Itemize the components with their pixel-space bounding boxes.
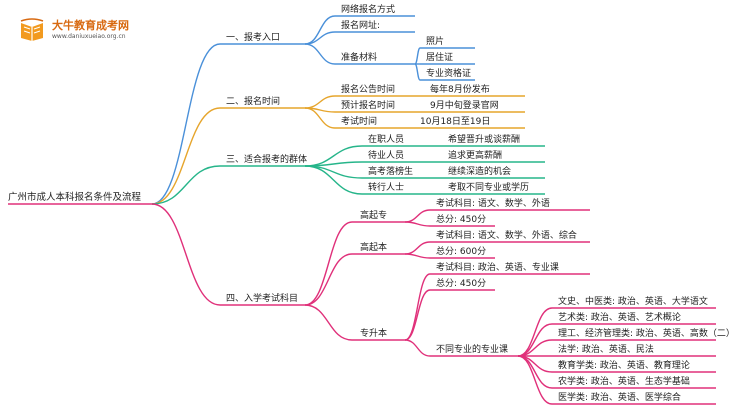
item-label: 待业人员 [368,149,404,161]
item-value: 希望晋升或谈薪酬 [448,133,520,145]
logo-url: www.daniuxueiao.org.cn [52,32,126,40]
child-connector [404,253,431,259]
child-label: 居住证 [426,51,453,63]
child-label: 总分: 600分 [436,245,486,257]
item-connector [304,221,353,306]
child-connector [404,289,431,341]
item-value: 追求更高薪酬 [448,149,502,161]
item-label: 预计报名时间 [341,99,395,111]
item-label: 高考落榜生 [368,165,413,177]
branch-connector [151,43,221,205]
branch-label: 一、报考入口 [226,31,280,43]
sub-label: 不同专业的专业课 [436,343,508,355]
child-label: 专业资格证 [426,67,471,79]
item-connector [304,95,336,109]
item-value: 9月中旬登录官网 [430,99,499,111]
sub-connector [404,339,431,357]
grandchild-label: 法学: 政治、英语、民法 [558,343,654,355]
item-label: 考试时间 [341,115,377,127]
branch-connector [151,165,221,205]
item-connector [304,304,353,341]
grandchild-label: 医学类: 政治、英语、医学综合 [558,391,681,403]
child-connector [404,273,431,341]
branch-label: 二、报名时间 [226,95,280,107]
grandchild-label: 艺术类: 政治、英语、艺术概论 [558,311,681,323]
item-label: 专升本 [360,327,387,339]
item-connector [304,165,363,195]
root-topic: 广州市成人本科报名条件及流程 [8,191,142,203]
item-connector [304,253,353,306]
item-connector [304,15,336,45]
item-connector [304,161,363,167]
child-label: 总分: 450分 [436,277,486,289]
child-label: 考试科目: 语文、数学、外语、综合 [436,229,577,241]
child-label: 考试科目: 语文、数学、外语 [436,197,550,209]
child-label: 总分: 450分 [436,213,486,225]
child-connector [404,241,431,255]
site-logo: 大牛教育成考网 www.daniuxueiao.org.cn [18,18,129,42]
branch-connector [151,107,221,205]
grandchild-label: 理工、经济管理类: 政治、英语、高数（二） [558,327,735,339]
branch-label: 三、适合报考的群体 [226,153,307,165]
child-connector [404,209,431,223]
logo-title: 大牛教育成考网 [52,18,129,32]
book-icon [18,18,46,42]
item-value: 继续深造的机会 [448,165,511,177]
item-value: 每年8月份发布 [430,83,490,95]
item-connector [304,107,336,129]
child-connector [404,221,431,227]
item-connector [304,43,336,65]
child-connector [414,63,421,81]
grandchild-label: 教育学类: 政治、英语、教育理论 [558,359,690,371]
item-label: 网络报名方式 [341,3,395,15]
child-label: 考试科目: 政治、英语、专业课 [436,261,559,273]
item-label: 转行人士 [368,181,404,193]
child-connector [414,47,421,65]
item-label: 高起专 [360,209,387,221]
grandchild-label: 文史、中医类: 政治、英语、大学语文 [558,295,708,307]
item-label: 在职人员 [368,133,404,145]
child-label: 照片 [426,35,444,47]
branch-connector [151,203,221,306]
item-label: 准备材料 [341,51,377,63]
item-value: 10月18日至19日 [420,116,490,127]
item-connector [304,145,363,167]
item-label: 高起本 [360,241,387,253]
item-label: 报名网址: [341,19,380,31]
item-label: 报名公告时间 [341,83,395,95]
grandchild-label: 农学类: 政治、英语、生态学基础 [558,375,690,387]
item-connector [304,31,336,45]
item-value: 考取不同专业或学历 [448,181,529,193]
item-connector [304,165,363,179]
branch-label: 四、入学考试科目 [226,292,298,304]
grandchild-connector [517,355,553,405]
